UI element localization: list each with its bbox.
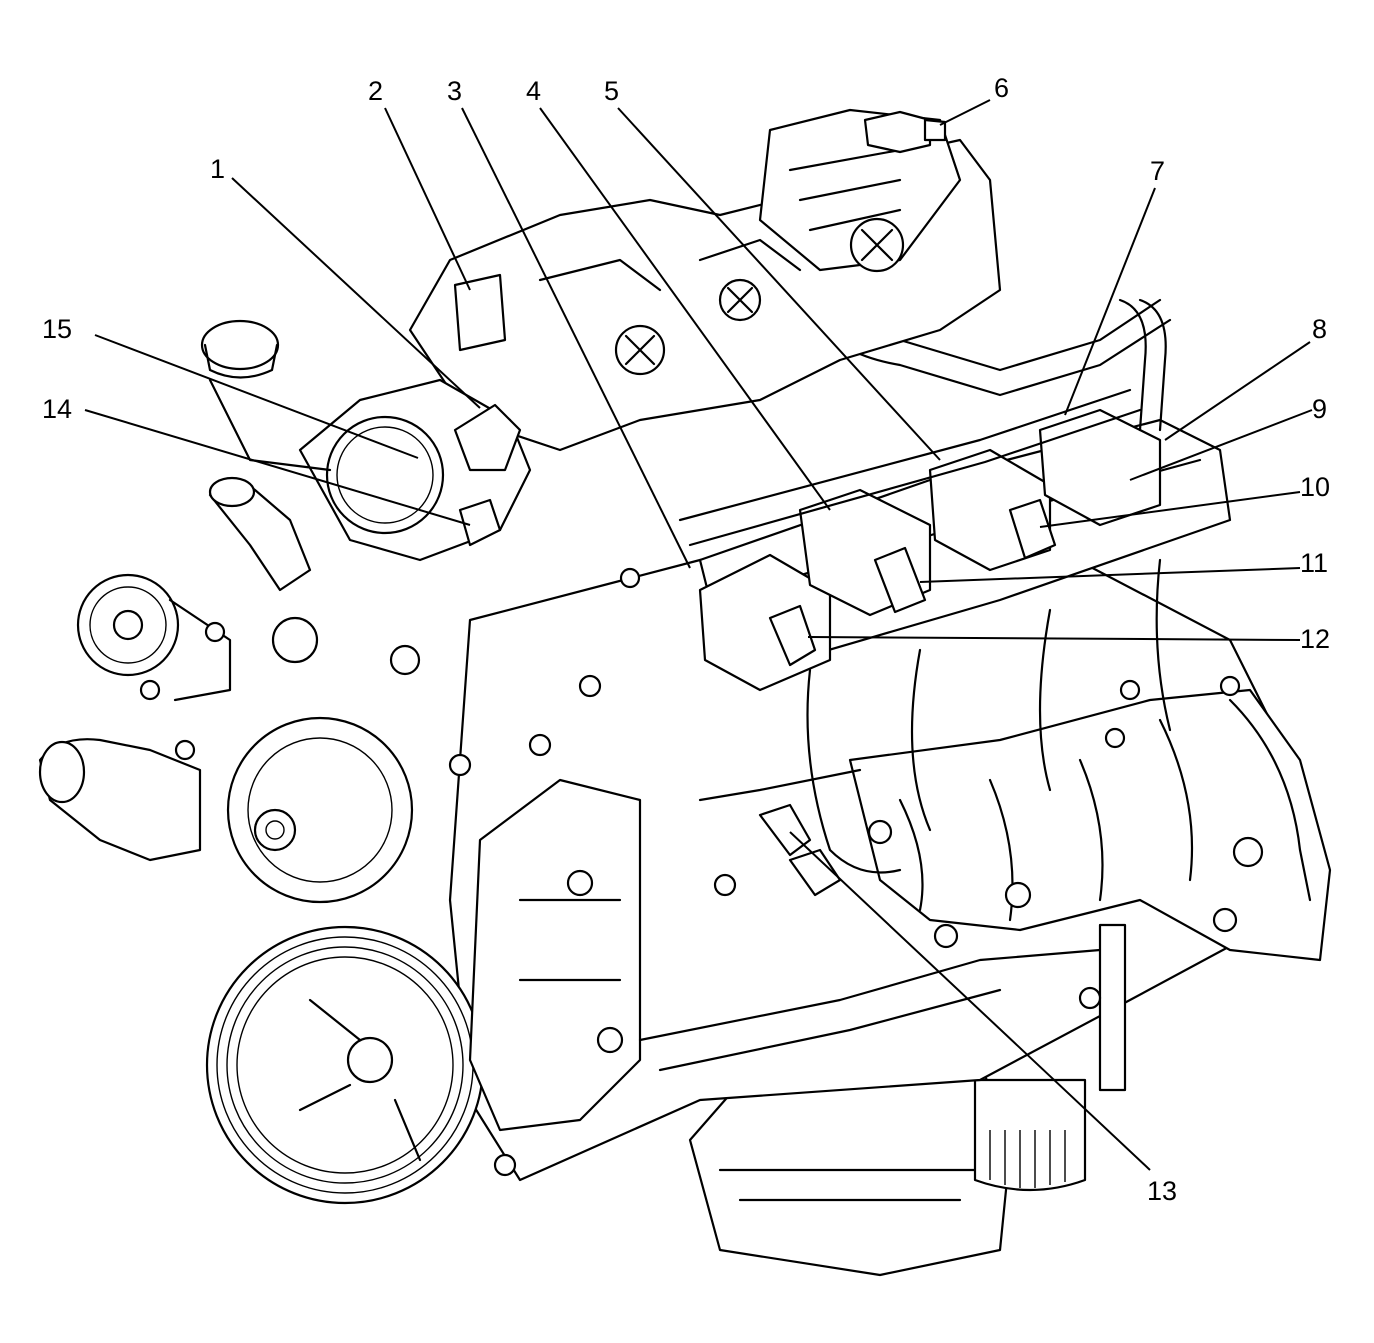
callout-6: 6 <box>994 73 1009 103</box>
callout-13: 13 <box>1147 1176 1177 1206</box>
leader-15 <box>94 334 419 459</box>
callout-10: 10 <box>1300 472 1330 502</box>
callout-14: 14 <box>42 394 72 424</box>
leader-13 <box>789 831 1151 1171</box>
leader-9 <box>1129 409 1313 481</box>
callout-12: 12 <box>1300 624 1330 654</box>
leader-1 <box>231 177 481 409</box>
callout-labels: 1 2 3 4 5 6 7 8 9 10 11 12 13 14 15 <box>42 73 1330 1206</box>
callout-1: 1 <box>210 154 225 184</box>
leader-4 <box>539 107 831 511</box>
leader-11 <box>919 567 1301 583</box>
leader-3 <box>461 107 691 569</box>
leader-12 <box>807 636 1301 641</box>
engine-drawing <box>38 108 1332 1277</box>
ignition-coils <box>698 408 1162 692</box>
leader-7 <box>1064 187 1156 416</box>
leader-14 <box>84 409 471 526</box>
callout-8: 8 <box>1312 314 1327 344</box>
callout-4: 4 <box>526 76 541 106</box>
leader-10 <box>1039 491 1301 528</box>
callout-3: 3 <box>447 76 462 106</box>
leader-6 <box>939 99 991 126</box>
callout-leaders <box>84 99 1313 1171</box>
callout-11: 11 <box>1300 548 1328 578</box>
callout-2: 2 <box>368 76 383 106</box>
leader-2 <box>384 107 471 291</box>
callout-15: 15 <box>42 314 72 344</box>
callout-7: 7 <box>1150 156 1165 186</box>
callout-5: 5 <box>604 76 619 106</box>
leader-8 <box>1164 341 1311 441</box>
callout-9: 9 <box>1312 394 1327 424</box>
leader-5 <box>617 107 941 461</box>
